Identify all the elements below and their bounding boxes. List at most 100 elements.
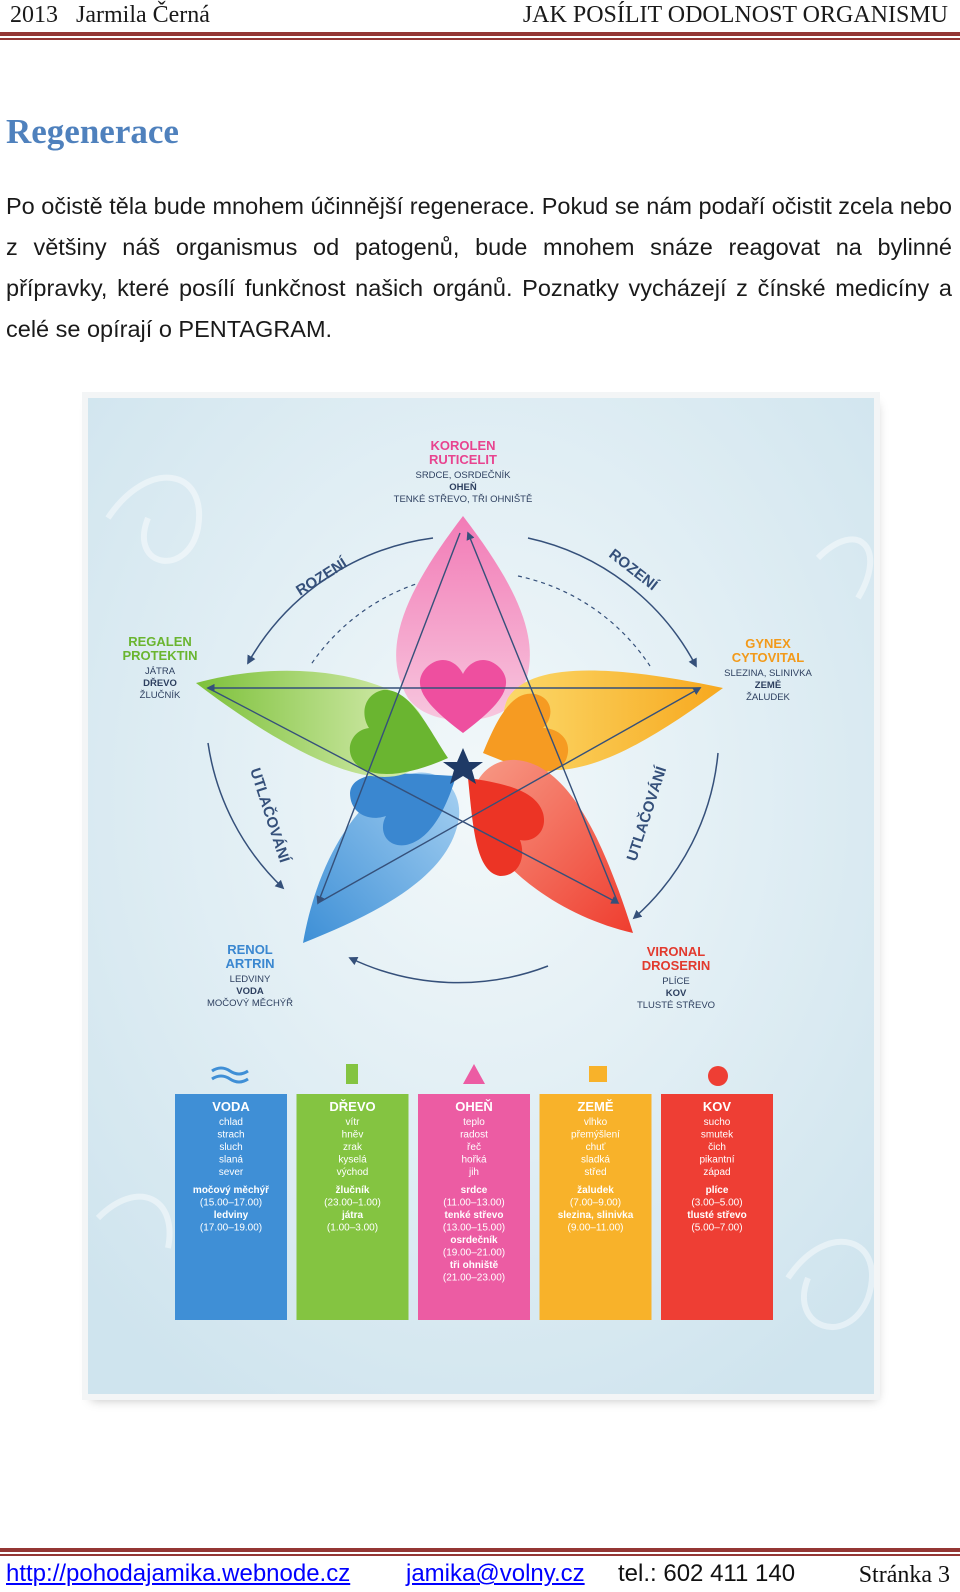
table-column-title: KOV: [703, 1099, 732, 1114]
water-organ-3: MOČOVÝ MĚCHÝŘ: [207, 998, 293, 1009]
metal-organ-1: PLÍCE: [662, 976, 689, 987]
table-attribute: vlhko: [584, 1117, 608, 1128]
table-attribute: kyselá: [338, 1155, 367, 1166]
bar-icon: [346, 1064, 358, 1084]
wood-product-1: REGALEN: [128, 634, 192, 649]
table-organ: osrdečník: [450, 1235, 498, 1246]
table-time: (19.00–21.00): [443, 1248, 505, 1259]
table-column-title: OHEŇ: [455, 1099, 493, 1114]
page-footer: http://pohodajamika.webnode.cz jamika@vo…: [0, 1548, 960, 1592]
table-column-bg: [175, 1094, 287, 1320]
label-fire: KOROLEN RUTICELIT SRDCE, OSRDEČNÍK OHEŇ …: [394, 438, 533, 505]
pentagram-illustration: ROZENÍ ROZENÍ UTLAČOVÁNÍ UTLAČOVÁNÍ KORO…: [88, 398, 874, 1394]
table-organ: tenké střevo: [445, 1210, 504, 1221]
water-product-2: ARTRIN: [225, 956, 274, 971]
fire-product-1: KOROLEN: [431, 438, 496, 453]
table-attribute: jih: [468, 1167, 479, 1178]
table-organ: tlusté střevo: [687, 1210, 746, 1221]
table-attribute: přemýšlení: [571, 1130, 620, 1141]
waves-icon: [211, 1066, 249, 1076]
triangle-icon: [463, 1064, 485, 1084]
section-heading: Regenerace: [6, 112, 179, 151]
table-attribute: zrak: [343, 1142, 363, 1153]
table-attribute: smutek: [701, 1130, 734, 1141]
label-metal: VIRONAL DROSERIN PLÍCE KOV TLUSTÉ STŘEVO: [637, 944, 715, 1011]
table-column-title: VODA: [212, 1099, 250, 1114]
table-time: (9.00–11.00): [568, 1223, 624, 1234]
label-earth: GYNEX CYTOVITAL SLEZINA, SLINIVKA ZEMĚ Ž…: [724, 636, 812, 703]
table-organ: močový měchýř: [193, 1185, 269, 1196]
metal-organ-2: KOV: [666, 988, 687, 999]
table-attribute: strach: [217, 1130, 244, 1141]
wood-product-2: PROTEKTIN: [122, 648, 197, 663]
table-attribute: čich: [708, 1142, 726, 1153]
table-organ: žaludek: [577, 1185, 614, 1196]
table-attribute: střed: [584, 1167, 606, 1178]
footer-phone: tel.: 602 411 140: [618, 1560, 796, 1587]
header-year: 2013: [10, 2, 58, 28]
table-symbols: [211, 1064, 728, 1086]
earth-organ-2: ZEMĚ: [755, 679, 781, 691]
page-header: 2013 Jarmila Černá JAK POSÍLIT ODOLNOST …: [0, 0, 960, 44]
earth-product-1: GYNEX: [745, 636, 791, 651]
metal-product-2: DROSERIN: [642, 958, 711, 973]
fire-organ-1: SRDCE, OSRDEČNÍK: [415, 470, 511, 481]
table-time: (23.00–1.00): [324, 1198, 381, 1209]
footer-website-link[interactable]: http://pohodajamika.webnode.cz: [6, 1560, 351, 1587]
petal-water: [303, 772, 460, 943]
table-time: (17.00–19.00): [200, 1223, 262, 1234]
table-attribute: radost: [460, 1130, 488, 1141]
earth-product-2: CYTOVITAL: [732, 650, 805, 665]
table-attribute: sladká: [581, 1155, 610, 1166]
table-time: (5.00–7.00): [691, 1223, 742, 1234]
table-organ: slezina, slinivka: [558, 1210, 634, 1221]
header-year-author: 2013 Jarmila Černá: [10, 2, 210, 29]
wood-organ-3: ŽLUČNÍK: [140, 690, 181, 701]
footer-email-link[interactable]: jamika@volny.cz: [406, 1560, 585, 1587]
label-water: RENOL ARTRIN LEDVINY VODA MOČOVÝ MĚCHÝŘ: [207, 942, 293, 1009]
header-rule-thick: [0, 32, 960, 36]
table-attribute: řeč: [467, 1142, 481, 1153]
body-paragraph: Po očistě těla bude mnohem účinnější reg…: [6, 193, 952, 342]
wood-organ-1: JÁTRA: [145, 666, 176, 677]
table-time: (11.00–13.00): [443, 1198, 505, 1209]
circle-icon: [708, 1066, 728, 1086]
wood-organ-2: DŘEVO: [143, 677, 177, 689]
footer-rule-thick: [0, 1548, 960, 1552]
table-attribute: sever: [219, 1167, 244, 1178]
header-rule-thin: [0, 38, 960, 40]
table-attribute: chlad: [219, 1117, 243, 1128]
table-organ: žlučník: [336, 1185, 370, 1196]
table-column-2: DŘEVOvítrhněvzrakkyselávýchodžlučník(23.…: [296, 1094, 409, 1320]
earth-organ-3: ŽALUDEK: [746, 692, 790, 703]
table-attribute: hněv: [342, 1130, 364, 1141]
fire-organ-3: TENKÉ STŘEVO, TŘI OHNIŠTĚ: [394, 494, 533, 505]
waves-icon-2: [211, 1074, 249, 1084]
table-time: (7.00–9.00): [570, 1198, 621, 1209]
table-attribute: sucho: [704, 1117, 731, 1128]
table-attribute: teplo: [463, 1117, 485, 1128]
table-column-bg: [418, 1094, 530, 1320]
square-icon: [589, 1066, 607, 1082]
table-time: (15.00–17.00): [200, 1198, 262, 1209]
table-attribute: východ: [337, 1167, 369, 1178]
table-column-5: KOVsuchosmutekčichpikantnízápadplíce(3.0…: [661, 1094, 773, 1320]
earth-organ-1: SLEZINA, SLINIVKA: [724, 668, 812, 679]
label-wood: REGALEN PROTEKTIN JÁTRA DŘEVO ŽLUČNÍK: [122, 634, 197, 701]
footer-rule-thin: [0, 1554, 960, 1556]
petal-fire: [396, 516, 530, 733]
table-organ: ledviny: [214, 1210, 249, 1221]
table-time: (13.00–15.00): [443, 1223, 505, 1234]
table-column-bg: [539, 1094, 652, 1320]
header-author: Jarmila Černá: [76, 2, 210, 28]
table-organ: plíce: [706, 1185, 729, 1196]
header-title: JAK POSÍLIT ODOLNOST ORGANISMU: [522, 2, 948, 28]
table-attribute: chuť: [586, 1142, 606, 1153]
table-time: (1.00–3.00): [327, 1223, 378, 1234]
table-organ: srdce: [461, 1185, 488, 1196]
table-time: (21.00–23.00): [443, 1273, 505, 1284]
metal-product-1: VIRONAL: [647, 944, 706, 959]
table-organ: tři ohniště: [450, 1260, 499, 1271]
table-column-title: DŘEVO: [329, 1099, 375, 1114]
table-column-bg: [661, 1094, 773, 1320]
